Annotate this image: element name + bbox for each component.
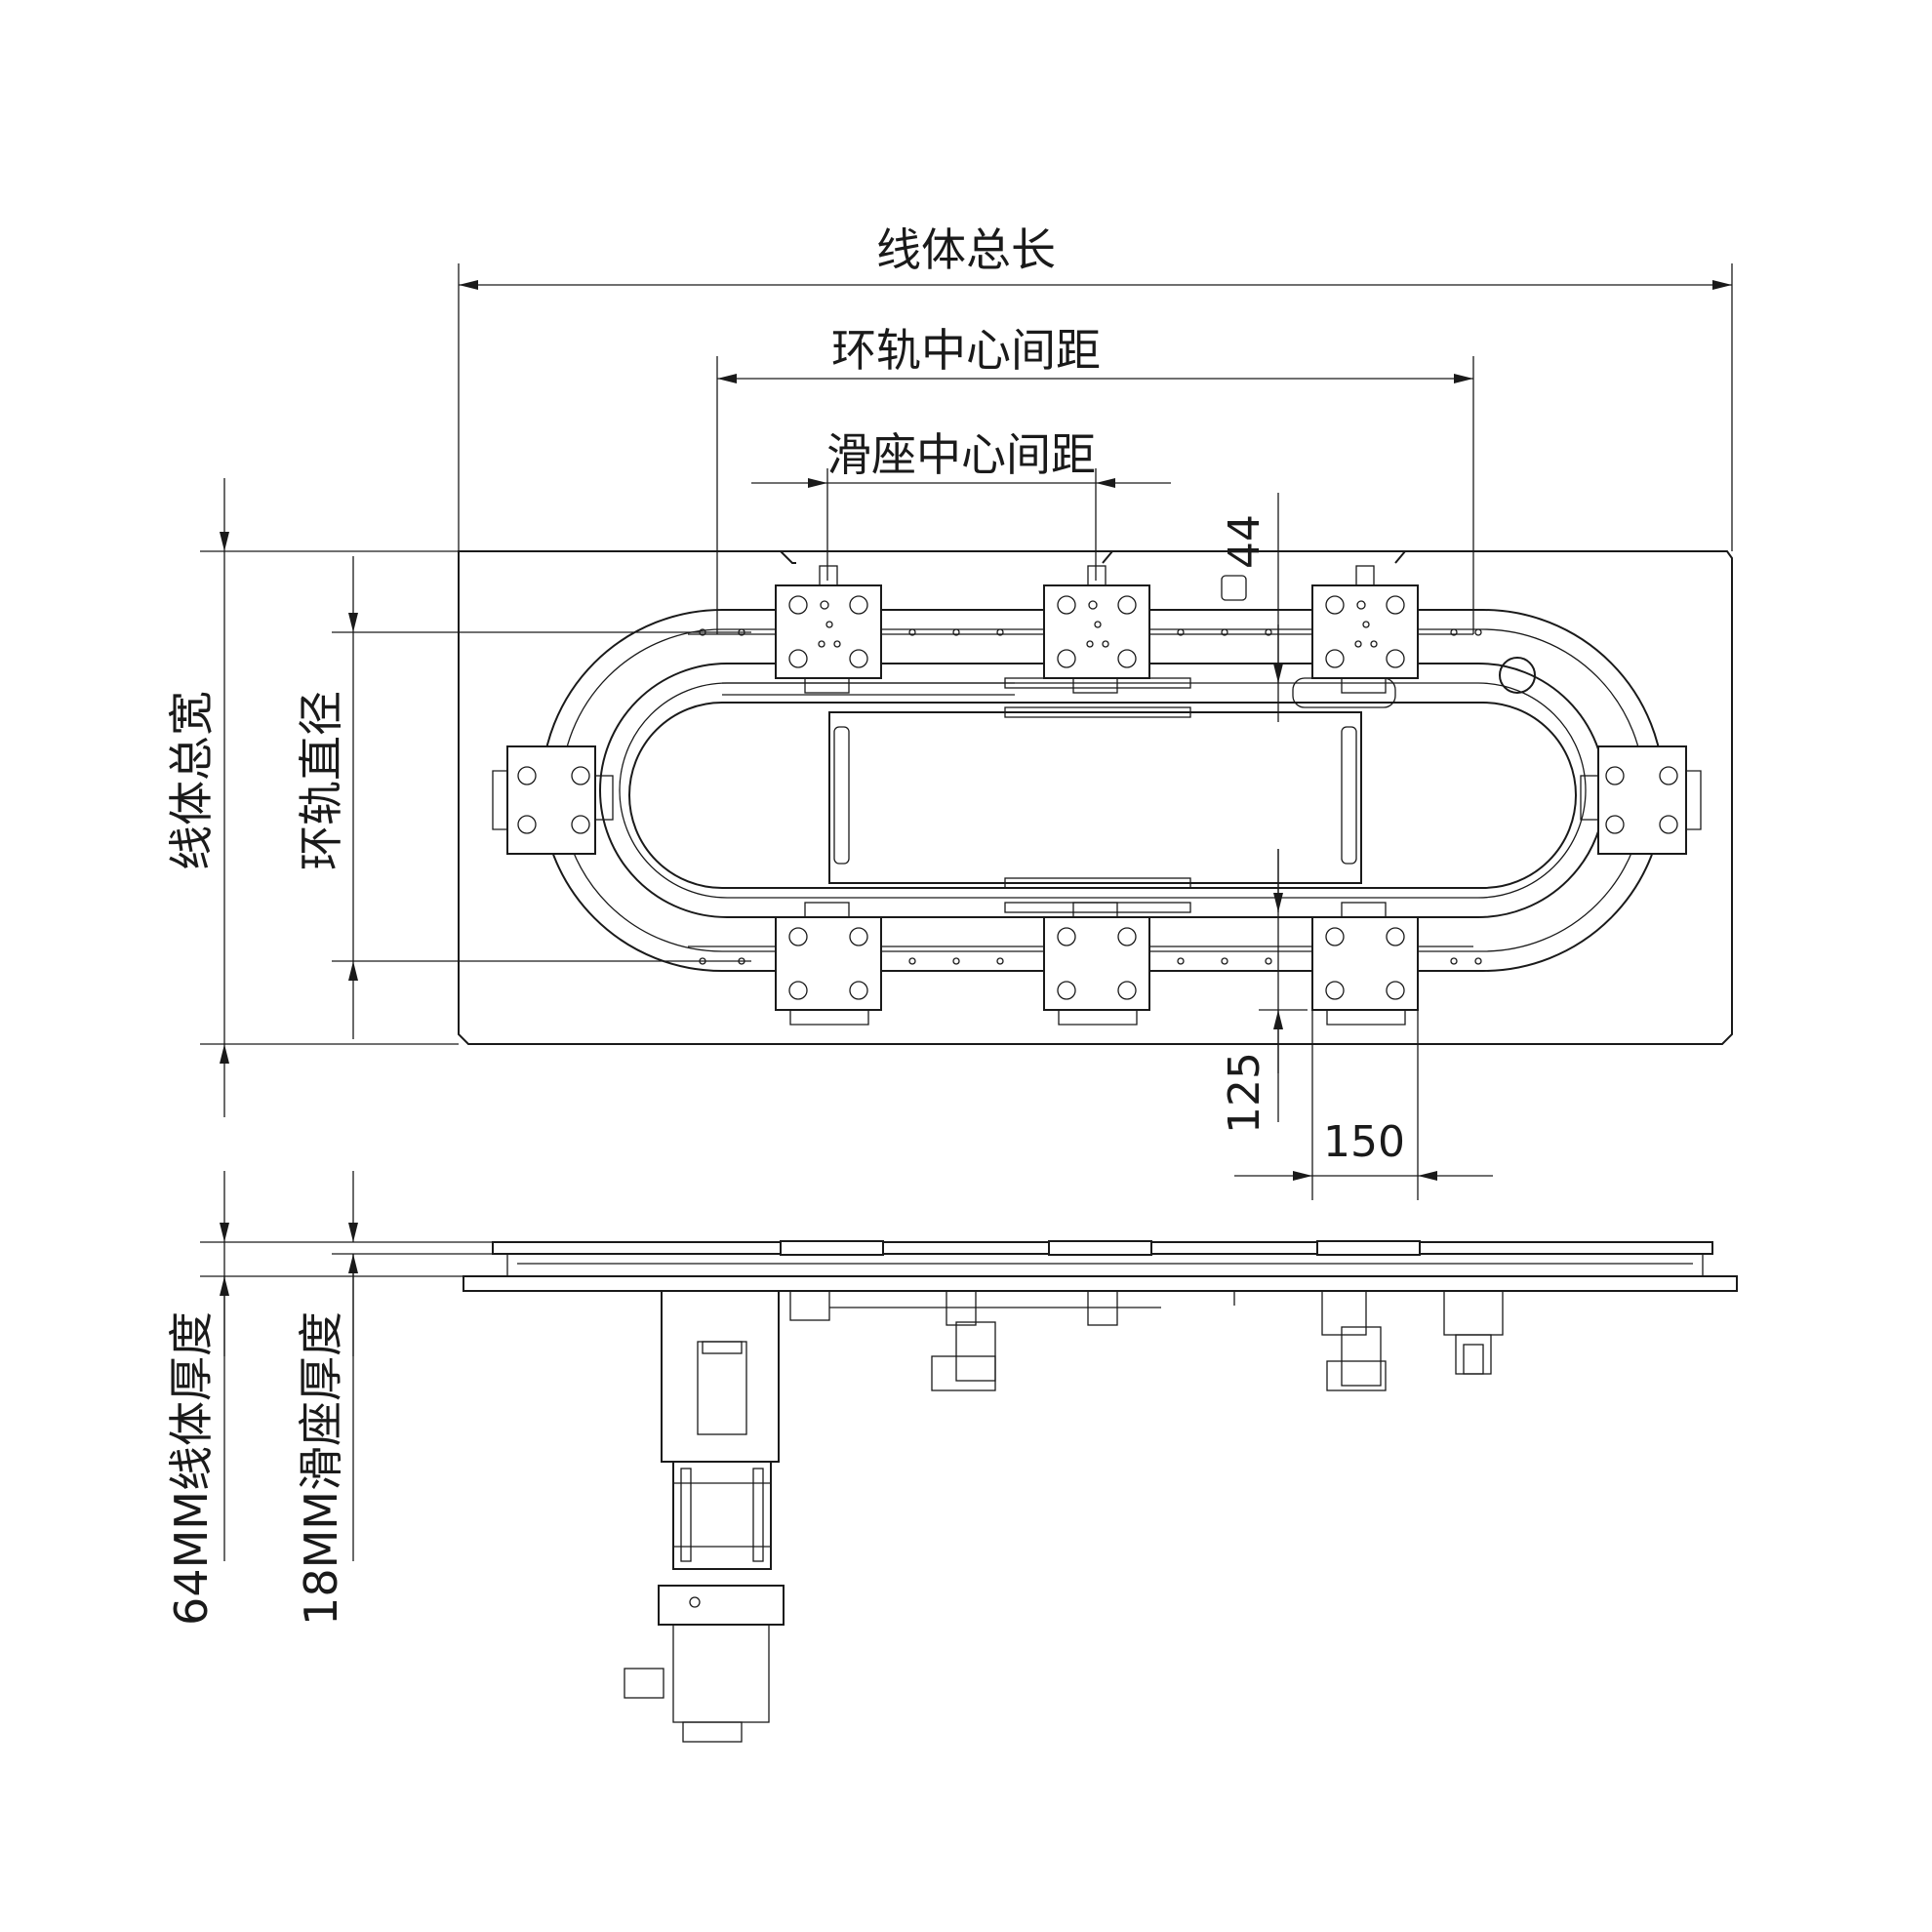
top-view xyxy=(458,550,1733,1045)
line-thickness-label: 64MM线体厚度 xyxy=(165,1311,218,1626)
dim-44: 44 xyxy=(1220,514,1269,569)
ring-diameter-label: 环轨直径 xyxy=(295,691,347,870)
slider-top-3 xyxy=(1311,565,1419,694)
dimensions-top: 线体总长 环轨中心间距 滑座中心间距 44 125 150 xyxy=(165,223,1733,1200)
ring-center-distance-label: 环轨中心间距 xyxy=(831,324,1101,377)
dim-125: 125 xyxy=(1220,1052,1269,1134)
motor-assembly xyxy=(624,1290,785,1743)
sensor-circle xyxy=(1499,657,1536,694)
dim-150: 150 xyxy=(1323,1117,1405,1167)
total-length-label: 线体总长 xyxy=(876,223,1056,276)
slider-thickness-label: 18MM滑座厚度 xyxy=(295,1311,347,1626)
side-base-plate xyxy=(463,1275,1738,1292)
slider-bottom-3 xyxy=(1311,902,1419,1026)
slider-top-2 xyxy=(1043,565,1150,694)
under-parts xyxy=(789,1290,1504,1391)
slider-center-distance-label: 滑座中心间距 xyxy=(826,428,1096,481)
slider-bottom-1 xyxy=(775,902,882,1026)
slider-left xyxy=(492,745,614,855)
slider-top-1 xyxy=(775,565,882,694)
base-plate xyxy=(458,550,1733,1045)
side-view: 64MM线体厚度 18MM滑座厚度 xyxy=(165,1171,1738,1743)
slider-bottom-2 xyxy=(1043,902,1150,1026)
slider-right xyxy=(1580,745,1702,855)
center-panel xyxy=(828,711,1362,884)
ring-track-core xyxy=(619,682,1587,899)
total-width-label: 线体总宽 xyxy=(165,691,218,870)
